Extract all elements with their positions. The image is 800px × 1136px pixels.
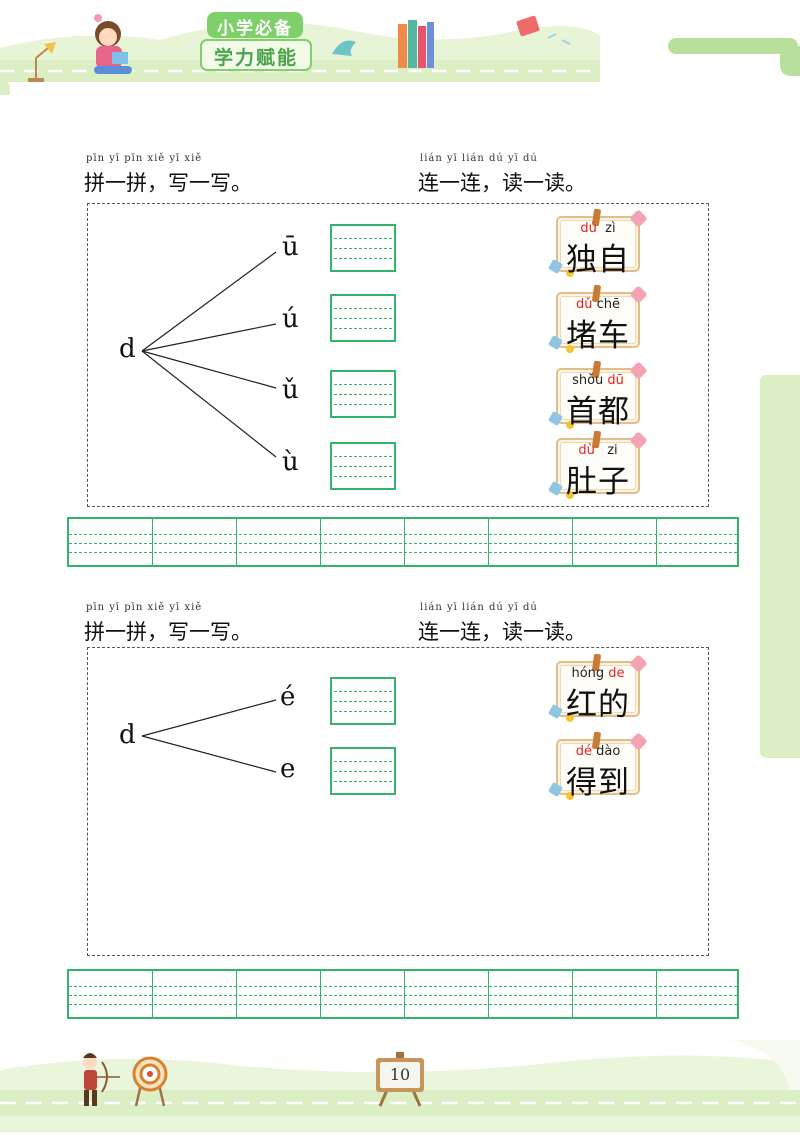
card-characters: 肚子 bbox=[566, 464, 630, 500]
section1-writing-box-3[interactable] bbox=[330, 370, 396, 418]
header-decoration: 小学必备 学力赋能 bbox=[0, 0, 800, 95]
badge-line1: 小学必备 bbox=[217, 19, 293, 39]
lamp-icon bbox=[35, 47, 49, 80]
card-characters: 红的 bbox=[566, 687, 630, 723]
section1-right-title: 连一连，读一读。 bbox=[418, 171, 586, 195]
right-green-band bbox=[760, 375, 800, 758]
word-card[interactable]: shǒu dū 首都 bbox=[547, 360, 648, 430]
page-number-board-icon bbox=[376, 1052, 424, 1107]
section1-final-4: ù bbox=[282, 447, 299, 477]
section1-final-2: ú bbox=[282, 304, 299, 334]
word-card[interactable]: dé dào 得到 bbox=[547, 731, 648, 801]
section2-final-1: é bbox=[280, 682, 296, 712]
word-card[interactable]: dǔ chē 堵车 bbox=[547, 284, 648, 354]
section1-initial: d bbox=[119, 334, 136, 364]
section2-left-title: 拼一拼，写一写。 bbox=[84, 620, 252, 644]
card-characters: 首都 bbox=[566, 394, 630, 430]
card-pinyin: hóng de bbox=[571, 666, 625, 681]
section1-writing-box-4[interactable] bbox=[330, 442, 396, 490]
badge-line2: 学力赋能 bbox=[213, 47, 298, 69]
footer-decoration: 10 bbox=[0, 1040, 800, 1132]
section2-right-pinyin: lián yī lián dú yī dú bbox=[420, 602, 538, 613]
section2-writing-box-1[interactable] bbox=[330, 677, 396, 725]
header-banner-art bbox=[0, 12, 800, 95]
word-card[interactable]: dù zi 肚子 bbox=[547, 430, 648, 500]
card-characters: 独自 bbox=[566, 242, 630, 278]
section2-initial: d bbox=[119, 720, 136, 750]
target-icon bbox=[132, 1056, 168, 1107]
section2-left-pinyin: pīn yī pīn xiě yī xiě bbox=[86, 602, 203, 613]
page-number: 10 bbox=[389, 1065, 411, 1084]
card-pinyin: dù zi bbox=[578, 443, 618, 458]
archer-icon bbox=[83, 1053, 120, 1106]
section1-right-pinyin: lián yī lián dú yī dú bbox=[420, 153, 538, 164]
section2-final-2: e bbox=[280, 754, 296, 784]
card-pinyin: dú zì bbox=[580, 221, 616, 236]
section1-writing-box-1[interactable] bbox=[330, 224, 396, 272]
card-characters: 得到 bbox=[566, 765, 630, 801]
footer-banner-art bbox=[0, 1040, 800, 1132]
section2-writing-box-2[interactable] bbox=[330, 747, 396, 795]
section1-left-title: 拼一拼，写一写。 bbox=[84, 171, 252, 195]
section2-right-title: 连一连，读一读。 bbox=[418, 620, 586, 644]
section2-exercise-frame bbox=[87, 647, 709, 956]
section1-left-pinyin: pīn yī pīn xiě yī xiě bbox=[86, 153, 203, 164]
section1-writing-strip[interactable] bbox=[67, 517, 739, 567]
section1-final-3: ǔ bbox=[282, 375, 299, 405]
word-card[interactable]: hóng de 红的 bbox=[547, 653, 648, 723]
card-pinyin: dé dào bbox=[575, 744, 621, 759]
section1-writing-box-2[interactable] bbox=[330, 294, 396, 342]
card-characters: 堵车 bbox=[566, 318, 630, 354]
section1-exercise-frame bbox=[87, 203, 709, 507]
section1-final-1: ū bbox=[282, 232, 299, 262]
section2-writing-strip[interactable] bbox=[67, 969, 739, 1019]
card-pinyin: shǒu dū bbox=[572, 373, 624, 388]
card-pinyin: dǔ chē bbox=[575, 297, 621, 312]
word-card[interactable]: dú zì 独自 bbox=[547, 208, 648, 278]
reading-girl-icon bbox=[94, 14, 132, 74]
